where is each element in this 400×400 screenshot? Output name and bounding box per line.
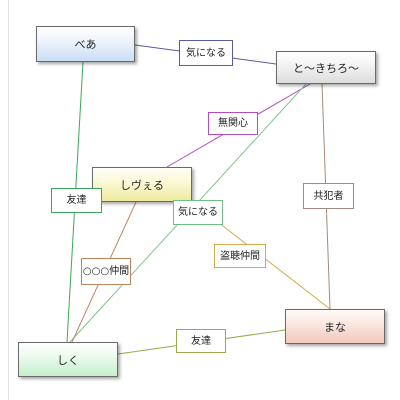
canvas-left-border <box>0 0 9 400</box>
edge-label-shiveru-mana[interactable]: 盗聴仲間 <box>214 244 266 268</box>
edge-label-bea-shiku[interactable]: 友達 <box>51 188 102 213</box>
node-shiveru[interactable]: しヴぇる <box>92 167 192 202</box>
edge-label-tokichiro-mana[interactable]: 共犯者 <box>303 183 354 209</box>
node-shiku[interactable]: しく <box>18 342 118 377</box>
edge-label-tokichiro-shiku[interactable]: 気になる <box>173 200 223 225</box>
node-mana[interactable]: まな <box>285 309 385 344</box>
edge-label-bea-tokichiro[interactable]: 気になる <box>179 40 233 66</box>
edge-label-shiku-mana[interactable]: 友達 <box>176 329 226 353</box>
edge-label-shiveru-shiku[interactable]: ○○○仲間 <box>81 258 131 285</box>
edge-label-tokichiro-shiveru[interactable]: 無関心 <box>208 112 258 135</box>
node-tokichiro[interactable]: と～きちろ～ <box>276 51 376 84</box>
node-bea[interactable]: べあ <box>36 26 135 62</box>
